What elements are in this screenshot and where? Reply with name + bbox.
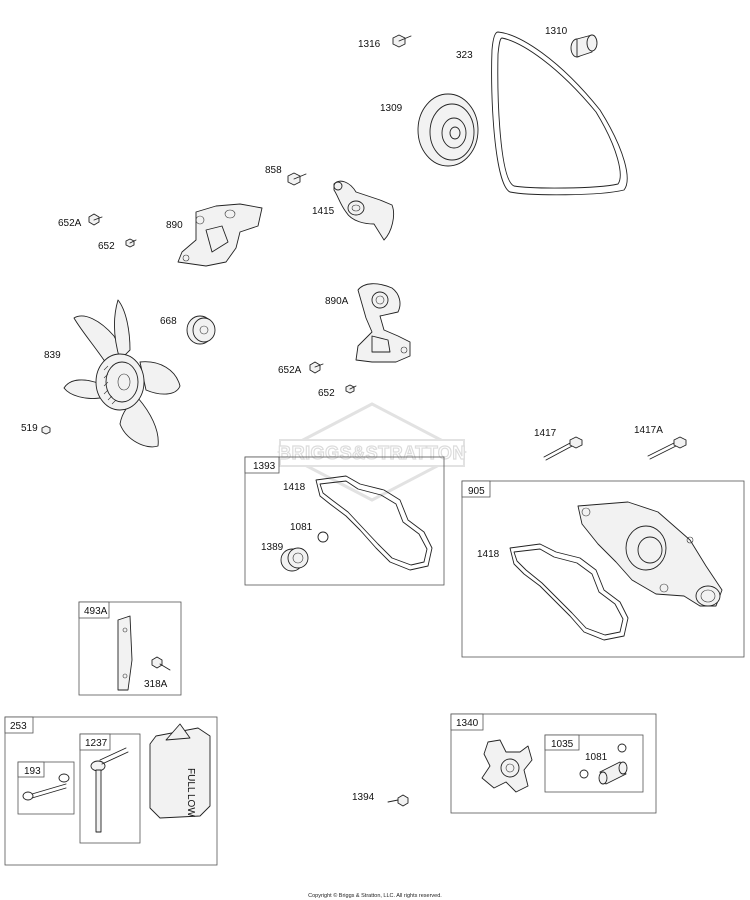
coolant-reservoir-253[interactable]: FULL LOW	[149, 723, 211, 819]
kit-box-193	[17, 761, 75, 815]
tensioner-arm-1415[interactable]	[333, 180, 395, 241]
callout-1081-b: 1081	[585, 752, 608, 763]
callout-668: 668	[160, 316, 177, 327]
kit-box-905	[461, 480, 745, 658]
screw-652-mid[interactable]	[345, 384, 357, 394]
callout-1310: 1310	[545, 26, 568, 37]
screw-652A-mid[interactable]	[309, 361, 324, 374]
callout-193: 193	[24, 766, 41, 777]
briggs-stratton-watermark-logo: BRIGGS&STRATTON	[276, 402, 468, 502]
copyright-notice: Copyright © Briggs & Stratton, LLC. All …	[308, 892, 442, 899]
callout-1418-b: 1418	[477, 549, 500, 560]
bolt-1316[interactable]	[392, 34, 412, 48]
callout-652-top: 652	[98, 241, 115, 252]
shaft-seal-1035[interactable]	[598, 761, 628, 785]
callout-1417A: 1417A	[634, 425, 663, 436]
screw-652-top[interactable]	[125, 238, 137, 248]
callout-323: 323	[456, 50, 473, 61]
callout-839: 839	[44, 350, 61, 361]
callout-1035: 1035	[551, 739, 574, 750]
callout-890: 890	[166, 220, 183, 231]
callout-1415: 1415	[312, 206, 335, 217]
callout-519: 519	[21, 423, 38, 434]
o-rings-1081-b[interactable]	[579, 743, 627, 779]
callout-905: 905	[468, 486, 485, 497]
callout-1389: 1389	[261, 542, 284, 553]
callout-1340: 1340	[456, 718, 479, 729]
kit-box-253	[4, 716, 218, 866]
spacer-668[interactable]	[186, 315, 216, 345]
callout-1394: 1394	[352, 792, 375, 803]
screw-519[interactable]	[41, 425, 51, 435]
gasket-1418-a[interactable]	[315, 475, 433, 571]
kit-box-1237	[79, 733, 141, 844]
callout-652A-mid: 652A	[278, 365, 302, 376]
bolt-858[interactable]	[287, 172, 307, 186]
screw-318A[interactable]	[151, 656, 171, 671]
callout-890A: 890A	[325, 296, 349, 307]
callout-1309: 1309	[380, 103, 403, 114]
bolt-1417A[interactable]	[647, 436, 687, 460]
dipstick-bracket-493A[interactable]	[117, 615, 133, 691]
bushing-1310[interactable]	[570, 34, 598, 58]
gasket-1418-b[interactable]	[509, 543, 629, 641]
callout-318A: 318A	[144, 679, 168, 690]
callout-1393: 1393	[253, 461, 276, 472]
callout-1417: 1417	[534, 428, 557, 439]
reservoir-low-mark: LOW	[185, 794, 196, 817]
seal-1389[interactable]	[280, 547, 309, 572]
water-pump-housing-905[interactable]	[577, 501, 723, 607]
callout-652-mid: 652	[318, 388, 335, 399]
pulley-1309[interactable]	[417, 93, 479, 167]
callout-493A: 493A	[84, 606, 108, 617]
bracket-890[interactable]	[177, 203, 263, 267]
bolt-1417[interactable]	[543, 436, 583, 461]
impeller-1340[interactable]	[481, 739, 533, 793]
screw-1394[interactable]	[387, 794, 409, 807]
kit-box-1340	[450, 713, 657, 814]
reservoir-cap-tube-1237[interactable]	[90, 747, 129, 833]
kit-box-1393	[244, 456, 445, 586]
screw-652A-top[interactable]	[88, 213, 103, 226]
callout-1081-a: 1081	[290, 522, 313, 533]
reservoir-full-mark: FULL	[185, 768, 196, 793]
callout-858: 858	[265, 165, 282, 176]
callout-652A-top: 652A	[58, 218, 82, 229]
bracket-890A[interactable]	[355, 283, 411, 363]
hose-clamps-193[interactable]	[22, 773, 70, 801]
callout-1418-a: 1418	[283, 482, 306, 493]
callout-1237: 1237	[85, 738, 108, 749]
fan-839[interactable]	[63, 299, 181, 448]
callout-253: 253	[10, 721, 27, 732]
belt-323[interactable]	[491, 31, 628, 196]
kit-box-1035	[544, 734, 644, 793]
kit-box-493A	[78, 601, 182, 696]
watermark-text: BRIGGS&STRATTON	[278, 443, 466, 463]
o-ring-1081-a[interactable]	[317, 531, 329, 543]
callout-1316: 1316	[358, 39, 381, 50]
